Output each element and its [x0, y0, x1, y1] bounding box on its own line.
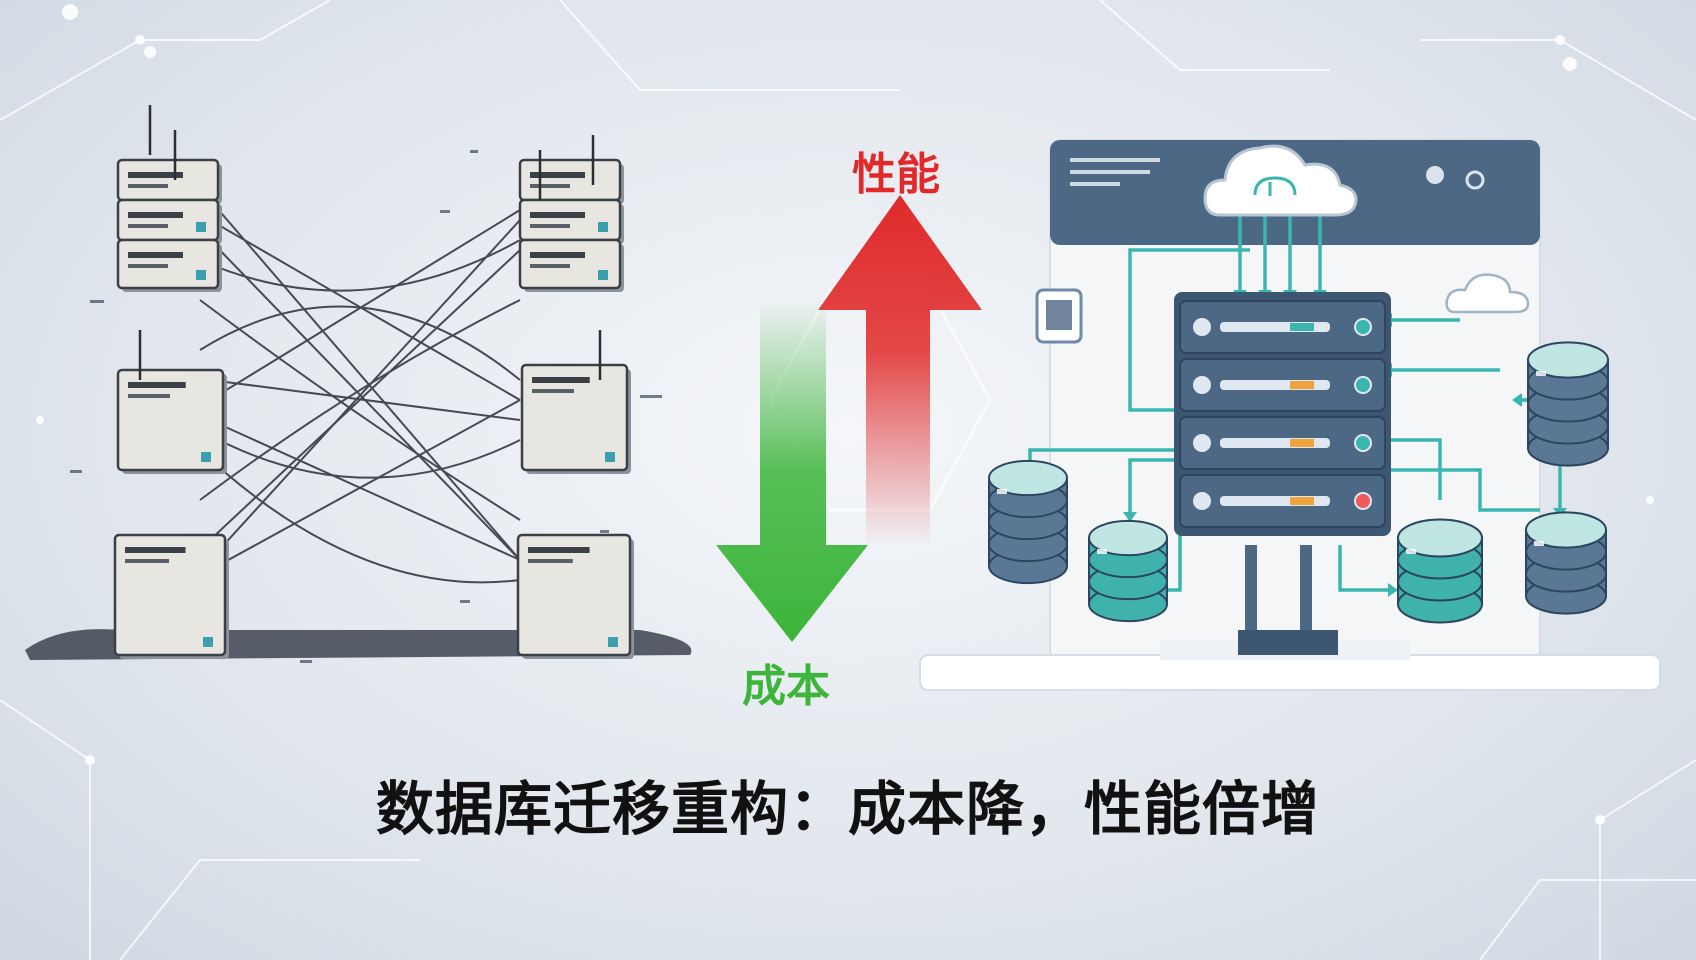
database-icon — [1525, 511, 1607, 615]
performance-label: 性能 — [852, 149, 940, 200]
server-rack-unit — [1179, 358, 1386, 412]
legacy-server-icon — [518, 238, 624, 292]
database-icon — [1397, 518, 1483, 624]
cloud-icon — [1203, 144, 1358, 217]
legacy-server-icon — [116, 158, 222, 204]
legacy-server-icon — [516, 533, 634, 659]
database-icon — [1088, 519, 1168, 623]
legacy-server-icon — [116, 238, 222, 292]
legacy-server-icon — [113, 533, 229, 659]
legacy-server-icon — [116, 368, 227, 474]
server-rack-unit — [1179, 416, 1386, 470]
database-icon — [988, 459, 1068, 585]
cloud-icon — [1445, 273, 1530, 314]
server-rack-unit — [1179, 474, 1386, 528]
tangled-wires — [199, 199, 521, 584]
server-rack-unit — [1179, 300, 1386, 354]
arrow-up-icon — [818, 195, 982, 545]
arrow-down-icon — [716, 300, 868, 642]
legacy-server-icon — [520, 363, 631, 474]
database-icon — [1527, 341, 1609, 467]
legacy-server-icon — [116, 198, 222, 244]
cost-label: 成本 — [742, 661, 830, 712]
headline: 数据库迁移重构：成本降，性能倍增 — [375, 775, 1320, 843]
